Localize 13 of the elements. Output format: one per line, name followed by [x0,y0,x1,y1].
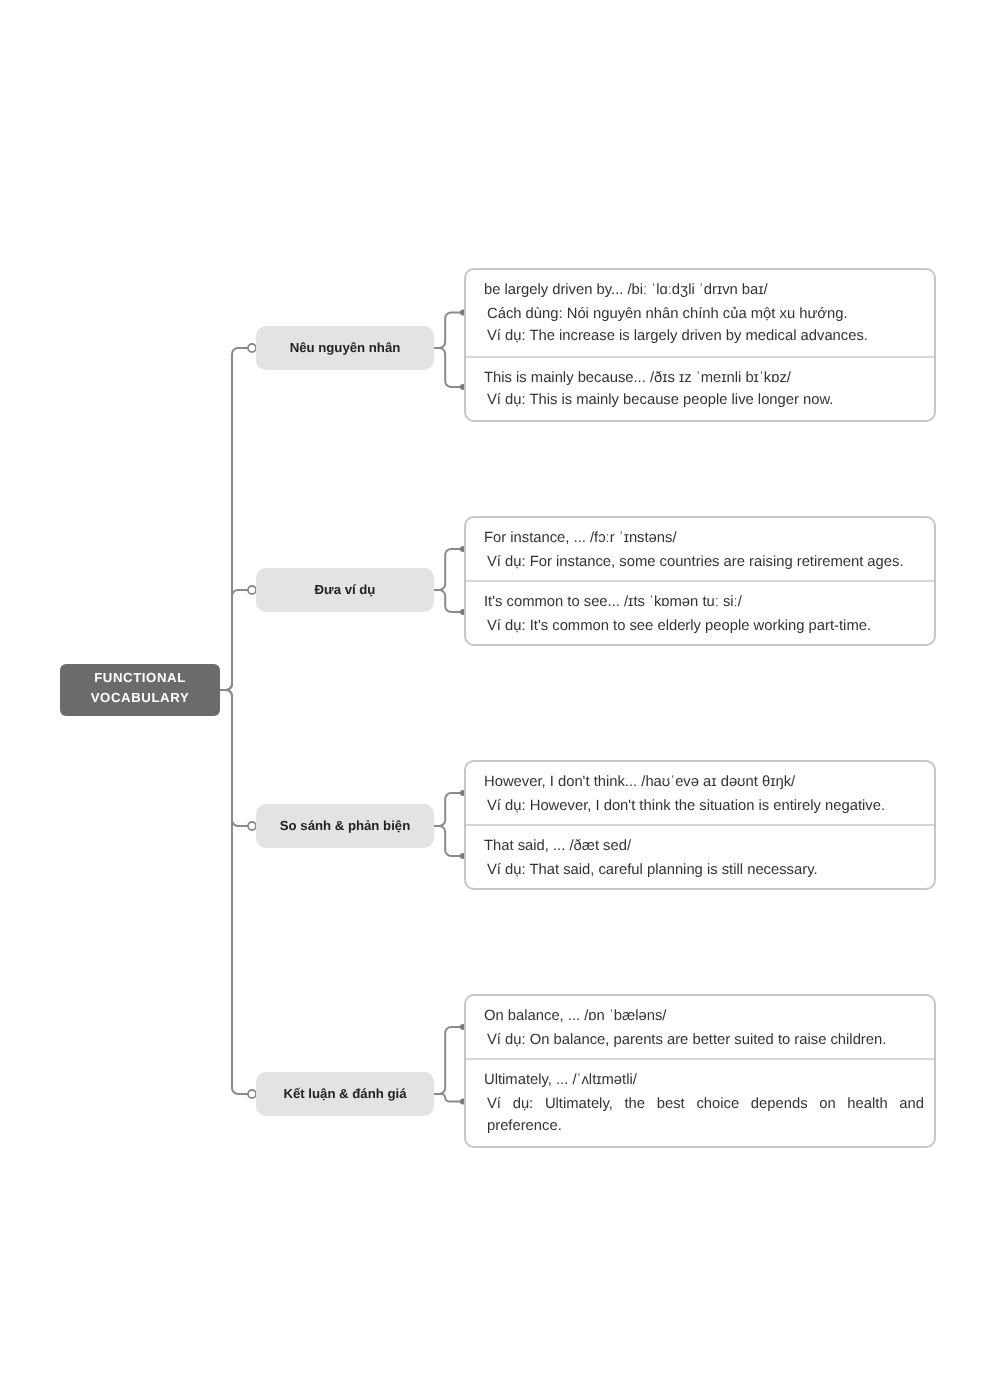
vocabulary-card [464,760,936,890]
topic-node [256,1072,434,1116]
vocabulary-card [464,268,936,421]
connector-line [433,347,467,390]
vocabulary-card [464,994,936,1147]
topic-node [256,804,434,848]
connector-line [433,825,467,859]
vocabulary-card [464,516,936,646]
topic-node [256,568,434,612]
connector-line [433,1093,467,1105]
root-node [60,664,220,716]
connector-line [433,589,467,615]
topic-node [256,326,434,370]
